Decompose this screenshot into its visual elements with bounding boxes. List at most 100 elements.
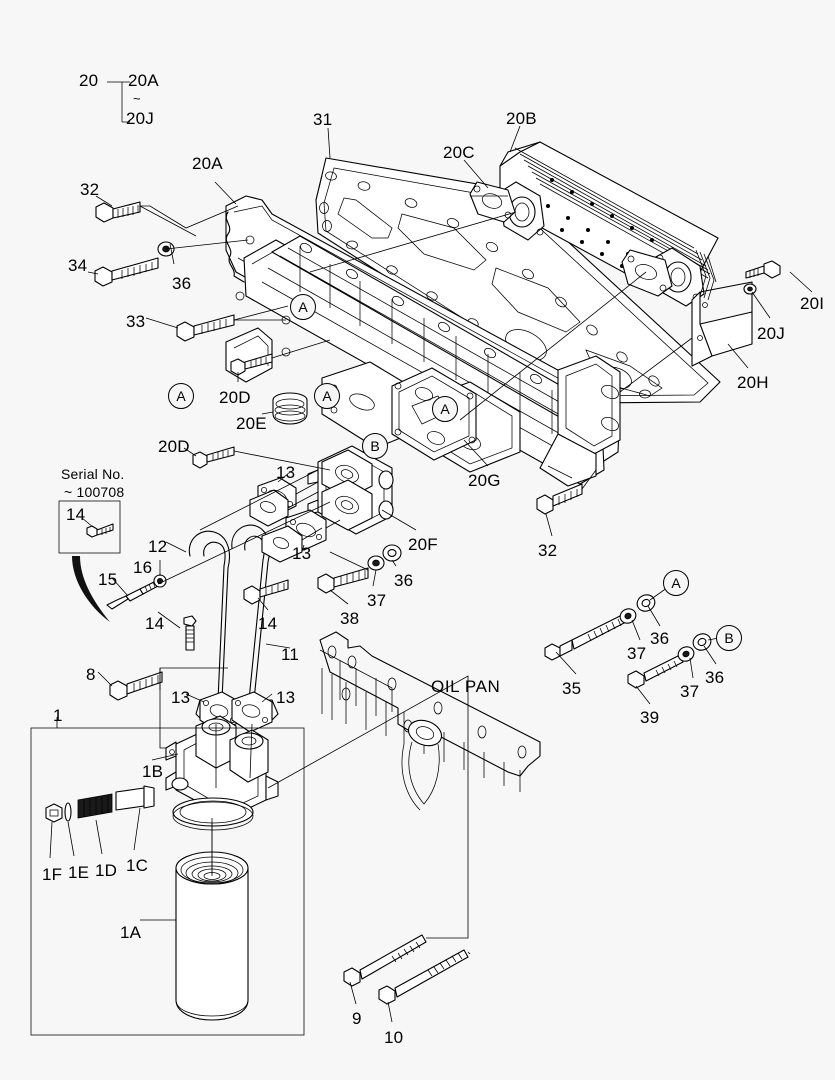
callout-14-b: 14 xyxy=(258,614,278,633)
callout-20d-1: 20D xyxy=(219,388,251,407)
callout-20g: 20G xyxy=(468,471,501,490)
washer-36-c xyxy=(636,594,656,612)
filter-head-1b xyxy=(165,715,279,831)
callout-15: 15 xyxy=(98,570,118,589)
bolt-32-right xyxy=(536,483,583,515)
serial-note-box xyxy=(58,500,121,622)
callout-1a: 1A xyxy=(120,923,142,942)
part-1f-nut xyxy=(45,803,63,823)
bolt-20d-1 xyxy=(230,353,273,376)
callout-9: 9 xyxy=(352,1009,362,1028)
ref-circle-b-1: B xyxy=(362,433,388,459)
stud-35 xyxy=(544,613,627,661)
leader-lines xyxy=(49,125,813,1023)
callout-11: 11 xyxy=(281,645,300,664)
callout-13-b: 13 xyxy=(292,544,312,563)
bolt-34 xyxy=(94,257,159,287)
callout-35: 35 xyxy=(562,679,582,698)
callout-39: 39 xyxy=(640,708,660,727)
ref-circle-a-3: A xyxy=(314,383,340,409)
callout-1b: 1B xyxy=(142,762,164,781)
bolt-20i xyxy=(745,260,781,279)
ref-circle-b-2: B xyxy=(716,625,742,651)
legend-bracket xyxy=(107,81,130,123)
callout-31: 31 xyxy=(313,110,333,129)
oil-pan-label: OIL PAN xyxy=(431,677,501,696)
callout-36-c: 36 xyxy=(650,629,670,648)
callout-37-a: 37 xyxy=(367,591,387,610)
callout-37-c: 37 xyxy=(680,682,700,701)
callout-20f: 20F xyxy=(408,535,438,554)
callout-37-b: 37 xyxy=(627,644,647,663)
serial-note-ref-14: 14 xyxy=(66,505,86,524)
callout-34: 34 xyxy=(68,256,88,275)
bolt-39 xyxy=(627,654,684,689)
oil-cooler-housing-20a xyxy=(225,195,621,487)
bolt-32-top xyxy=(95,201,141,223)
oil-cooler-core-20b xyxy=(499,141,719,307)
callout-13-a: 13 xyxy=(276,463,296,482)
serial-note-line2: ~ 100708 xyxy=(64,484,125,500)
callout-20a: 20A xyxy=(192,154,223,173)
callout-1e: 1E xyxy=(68,863,90,882)
ref-circle-a-5: A xyxy=(663,570,689,596)
washer-37-a xyxy=(367,555,385,571)
callout-1f: 1F xyxy=(42,865,63,884)
callout-33: 33 xyxy=(126,312,146,331)
callout-38: 38 xyxy=(340,609,360,628)
ref-circle-a-1: A xyxy=(290,294,316,320)
callout-32-top: 32 xyxy=(80,180,100,199)
callout-8: 8 xyxy=(86,665,96,684)
ref-circle-a-4: A xyxy=(432,396,458,422)
callout-13-d: 13 xyxy=(276,688,296,707)
callout-20j: 20J xyxy=(757,324,786,343)
washer-16 xyxy=(153,574,167,588)
legend-group-number: 20 xyxy=(79,71,99,90)
bolt-9 xyxy=(343,934,427,987)
callout-36-b: 36 xyxy=(394,571,414,590)
callout-14-a: 14 xyxy=(145,614,165,633)
callout-13-c: 13 xyxy=(171,688,191,707)
group-box-1 xyxy=(30,727,305,1036)
legend-range-end: 20J xyxy=(126,109,155,128)
bolt-8 xyxy=(109,671,163,701)
part-1e-oring xyxy=(64,802,72,822)
plug-20e xyxy=(272,392,308,425)
serial-note-line1: Serial No. xyxy=(61,466,125,482)
legend-range-tilde: ~ xyxy=(133,91,141,106)
washer-20j xyxy=(743,283,757,295)
bracket-20h xyxy=(691,281,753,367)
washer-37-c xyxy=(677,646,695,662)
callout-16: 16 xyxy=(133,558,153,577)
adapter-20f xyxy=(307,445,394,535)
callout-1d: 1D xyxy=(95,861,118,880)
bolt-10 xyxy=(378,949,469,1005)
bolt-14-right xyxy=(243,579,289,605)
bolt-20d-2 xyxy=(192,446,235,469)
callout-12: 12 xyxy=(148,537,168,556)
washer-36-b xyxy=(382,544,402,562)
sender-15 xyxy=(106,580,159,610)
gasket-20c-lower xyxy=(621,249,673,297)
callout-20c: 20C xyxy=(443,143,475,162)
bolt-38 xyxy=(317,567,369,594)
gasket-20c xyxy=(469,181,516,223)
callout-10: 10 xyxy=(384,1028,404,1047)
callout-20d-2: 20D xyxy=(158,437,190,456)
washer-36-d xyxy=(692,633,712,651)
callout-1c: 1C xyxy=(126,856,149,875)
callout-32-bottom: 32 xyxy=(538,541,558,560)
bolt-33 xyxy=(176,314,235,342)
oil-pan xyxy=(319,631,541,811)
legend-range-start: 20A xyxy=(128,71,159,90)
callout-36-d: 36 xyxy=(705,668,725,687)
callout-20e: 20E xyxy=(236,414,267,433)
part-1d-spring xyxy=(77,793,113,819)
callout-1: 1 xyxy=(53,706,63,725)
bolt-14-left xyxy=(183,615,197,651)
callout-20b: 20B xyxy=(506,109,537,128)
callout-20i: 20I xyxy=(800,294,825,313)
callout-36-a: 36 xyxy=(172,274,192,293)
